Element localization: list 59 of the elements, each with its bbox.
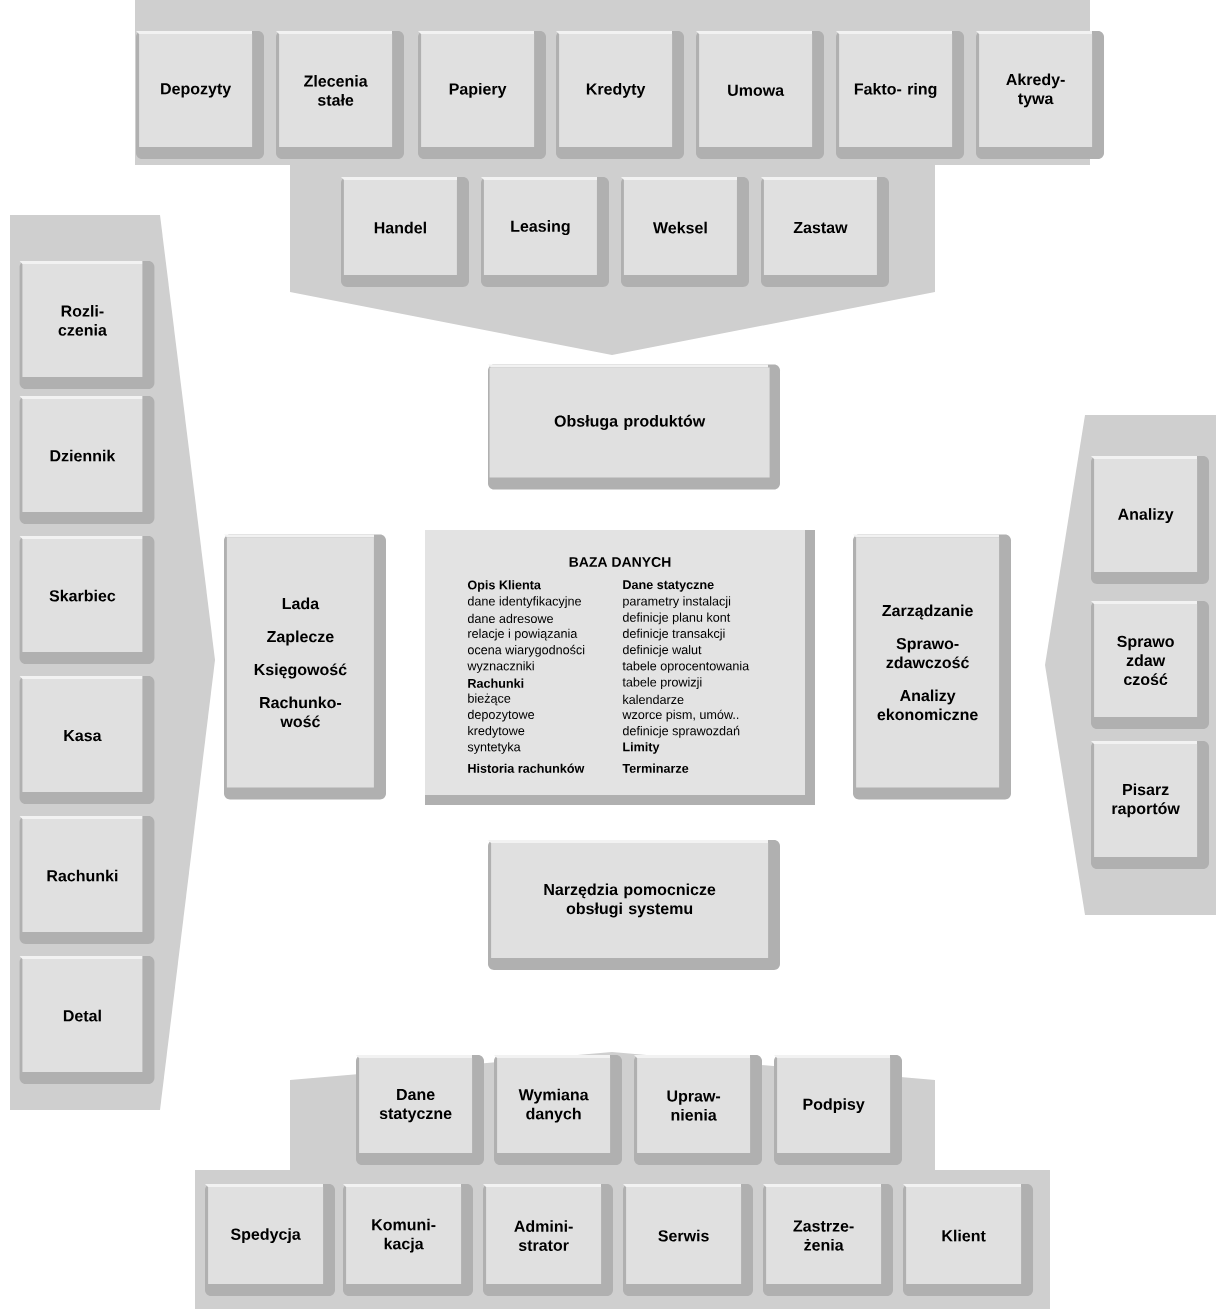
list-item: parametry instalacji [623,596,731,609]
table-heading: BAZA DANYCH [569,557,671,567]
key-button: Sprawo zdaw czość [1091,601,1209,729]
list-item: dane adresowe [467,613,553,624]
key-button: Umowa [696,31,824,159]
list-item: Rachunki [468,678,524,688]
key-button: Klient [903,1184,1033,1296]
key-button: Analizy [1091,456,1209,584]
key-button: Dziennik [19,396,155,524]
list-item: Dane statyczne [623,580,714,592]
key-button: Obsługa produktów [488,364,780,490]
list-item: definicje planu kont [622,612,731,625]
key-button: Fakto- ring [836,31,964,159]
list-item: Historia rachunków [468,763,585,773]
key-button: Rachunki [19,816,155,944]
key-button: Lada Zaplecze Księgowość Rachunko- wość [224,534,386,800]
key-button: Skarbiec [19,536,155,664]
key-button: Detal [19,956,155,1084]
list-item: definicje transakcji [622,628,725,641]
key-button: Kasa [19,676,155,804]
key-button: Narzędzia pomocnicze obsługi systemu [488,840,780,970]
list-item: definicje sprawozdań [622,725,740,738]
list-item: Limity [623,742,660,754]
list-item: ocena wiarygodności [467,644,585,657]
key-button: Weksel [621,177,749,287]
list-item: tabele oprocentowania [622,661,750,673]
key-button: Handel [341,177,469,287]
key-button: Kredyty [556,31,684,159]
key-button: Rozli- czenia [19,261,155,389]
key-button: Dane statyczne [356,1055,484,1165]
key-button: Zastrze- żenia [763,1184,893,1296]
key-button: Depozyty [136,31,264,159]
key-button: Leasing [481,177,609,287]
key-button: Upraw- nienia [634,1055,762,1165]
list-item: depozytowe [467,709,535,722]
list-item: wyznaczniki [467,661,534,673]
key-button: Papiery [418,31,546,159]
list-item: syntetyka [467,742,521,754]
list-item: definicje walut [622,644,702,657]
list-item: Terminarze [622,763,689,773]
list-item: wzorce pism, umów.. [622,709,739,722]
key-button: Wymiana danych [494,1055,622,1165]
list-item: relacje i powiązania [468,628,578,641]
key-button: Zarządzanie Sprawo- zdawczość Analizy ekonomiczne [853,534,1011,800]
list-item: kredytowe [468,725,525,738]
list-item: Opis Klienta [467,580,541,592]
key-button: Spedycja [205,1184,335,1296]
key-button: Zlecenia stałe [276,31,404,159]
key-button: Zastaw [761,177,889,287]
key-button: Admini- strator [483,1184,613,1296]
key-button: Komuni- kacja [343,1184,473,1296]
key-button: Podpisy [774,1055,902,1165]
key-button: Serwis [623,1184,753,1296]
key-button: Pisarz raportów [1091,741,1209,869]
list-item: dane identyfikacyjne [467,596,581,609]
list-item: bieżące [468,693,511,706]
key-button: Akredy- tywa [976,31,1104,159]
list-item: kalendarze [623,694,684,705]
list-item: tabele prowizji [622,677,702,690]
